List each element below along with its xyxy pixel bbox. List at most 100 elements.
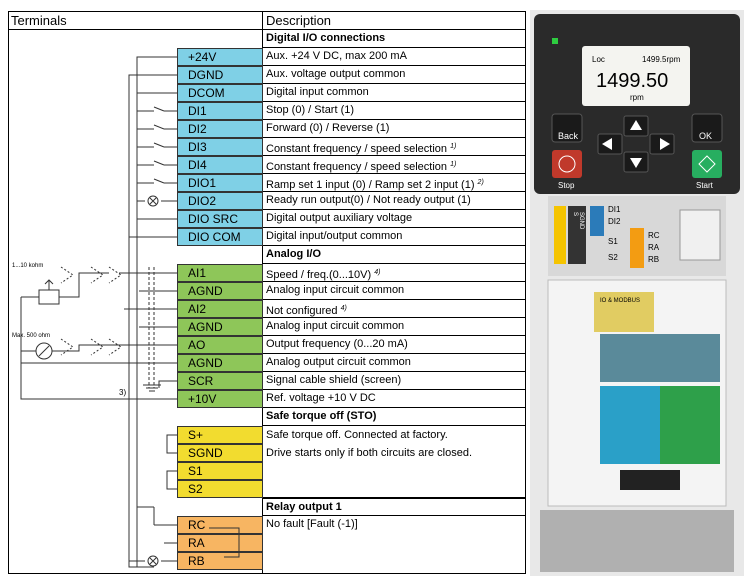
section-digital-io: Digital I/O connections <box>263 30 526 48</box>
terminal-block-green-lower <box>660 430 720 464</box>
io-side-label-sgnd: SGND <box>578 212 584 230</box>
io-dark-block <box>568 206 586 264</box>
up-arrow-icon <box>630 120 642 130</box>
terminal-block-blue-lower <box>600 430 660 464</box>
left-arrow-icon <box>602 138 612 150</box>
desc-scr: Signal cable shield (screen) <box>263 372 526 390</box>
terminal-scr: SCR <box>177 372 263 390</box>
right-arrow-icon <box>660 138 670 150</box>
terminal-dio-src: DIO SRC <box>177 210 263 228</box>
terminal-s2: S2 <box>177 480 263 498</box>
desc-dcom: Digital input common <box>263 84 526 102</box>
terminal-s1: S1 <box>177 462 263 480</box>
start-button[interactable] <box>692 150 722 178</box>
down-arrow-icon <box>630 158 642 168</box>
meter-label: Max. 500 ohm <box>12 333 50 339</box>
desc-di1: Stop (0) / Start (1) <box>263 102 526 120</box>
pot-label: 1...10 kohm <box>12 263 43 269</box>
back-button[interactable] <box>551 113 583 143</box>
header-terminals: Terminals <box>11 13 67 28</box>
io-label-s2: S2 <box>608 253 618 262</box>
terminal-rb: RB <box>177 552 263 570</box>
terminal-di3: DI3 <box>177 138 263 156</box>
ok-label: OK <box>699 131 712 141</box>
desc-agnd-3: Analog output circuit common <box>263 354 526 372</box>
io-side-label-s: S <box>572 212 578 216</box>
io-label-rb: RB <box>648 255 659 264</box>
desc-sto-line1: Safe torque off. Connected at factory. <box>266 429 448 441</box>
back-label: Back <box>558 131 579 141</box>
footnote-4: 4) <box>374 269 381 276</box>
relay-block <box>630 228 644 268</box>
desc-ai2: Not configured 4) <box>263 300 526 318</box>
io-label-di1: DI1 <box>608 205 621 214</box>
terminal-dgnd: DGND <box>177 66 263 84</box>
power-terminals <box>620 470 680 490</box>
section-relay: Relay output 1 <box>263 498 526 516</box>
desc-24v: Aux. +24 V DC, max 200 mA <box>263 48 526 66</box>
terminal-agnd-1: AGND <box>177 282 263 300</box>
section-sto: Safe torque off (STO) <box>263 408 526 426</box>
lcd-loc: Loc <box>592 55 605 64</box>
desc-dio2: Ready run output(0) / Not ready output (… <box>263 192 526 210</box>
io-label-s1: S1 <box>608 237 618 246</box>
desc-10v: Ref. voltage +10 V DC <box>263 390 526 408</box>
desc-dio-com: Digital input/output common <box>263 228 526 246</box>
footnote-1b: 1) <box>450 161 457 168</box>
io-label-di2: DI2 <box>608 217 621 226</box>
terminal-ai1: AI1 <box>177 264 263 282</box>
stop-button[interactable] <box>552 150 582 178</box>
footnote-2: 2) <box>477 179 484 186</box>
terminal-dio-com: DIO COM <box>177 228 263 246</box>
io-label-rc: RC <box>648 231 660 240</box>
sticker-label: IO & MODBUS <box>600 298 640 304</box>
io-yellow-strip <box>554 206 566 264</box>
start-icon <box>698 155 716 173</box>
status-led <box>552 38 558 44</box>
footnote-4b: 4) <box>340 305 347 312</box>
desc-dio1: Ramp set 1 input (0) / Ramp set 2 input … <box>263 174 526 192</box>
terminal-block-blue <box>600 386 660 430</box>
lcd-value: 1499.50 <box>596 70 668 92</box>
desc-dio-src: Digital output auxiliary voltage <box>263 210 526 228</box>
lcd-unit: rpm <box>630 93 644 102</box>
section-analog-io: Analog I/O <box>263 246 526 264</box>
ok-button[interactable] <box>691 113 723 143</box>
terminal-agnd-2: AGND <box>177 318 263 336</box>
footnote-1: 1) <box>450 143 457 150</box>
desc-agnd-2: Analog input circuit common <box>263 318 526 336</box>
desc-di2: Forward (0) / Reverse (1) <box>263 120 526 138</box>
terminal-s-plus: S+ <box>177 426 263 444</box>
terminal-table: Terminals Description Digital I/O connec… <box>8 11 526 574</box>
header-divider <box>9 29 525 30</box>
terminal-block-green <box>660 386 720 430</box>
note-3-label: 3) <box>119 388 126 397</box>
desc-dgnd: Aux. voltage output common <box>263 66 526 84</box>
terminal-dcom: DCOM <box>177 84 263 102</box>
start-label: Start <box>696 181 714 190</box>
warning-sticker <box>594 292 654 332</box>
terminal-24v: +24V <box>177 48 263 66</box>
terminal-sgnd: SGND <box>177 444 263 462</box>
desc-di4: Constant frequency / speed selection 1) <box>263 156 526 174</box>
lcd-rpm-top: 1499.5rpm <box>642 55 681 64</box>
terminal-ao: AO <box>177 336 263 354</box>
desc-ai1: Speed / freq.(0...10V) 4) <box>263 264 526 282</box>
desc-di3: Constant frequency / speed selection 1) <box>263 138 526 156</box>
terminal-di1: DI1 <box>177 102 263 120</box>
terminal-di2: DI2 <box>177 120 263 138</box>
mounting-plate <box>540 510 734 572</box>
terminal-agnd-3: AGND <box>177 354 263 372</box>
desc-sto-line2: Drive starts only if both circuits are c… <box>266 447 473 459</box>
terminal-10v: +10V <box>177 390 263 408</box>
lcd-screen <box>582 46 690 106</box>
terminal-ai2: AI2 <box>177 300 263 318</box>
drive-photo: Loc 1499.5rpm 1499.50 rpm Back OK Stop S… <box>530 10 744 576</box>
stop-icon <box>558 155 576 173</box>
wiring-diagram: 1...10 kohm Max. 500 ohm 3) <box>12 56 240 568</box>
io-label-ra: RA <box>648 243 660 252</box>
connector <box>679 209 721 261</box>
terminal-rc: RC <box>177 516 263 534</box>
stop-label: Stop <box>558 181 575 190</box>
desc-agnd-1: Analog input circuit common <box>263 282 526 300</box>
